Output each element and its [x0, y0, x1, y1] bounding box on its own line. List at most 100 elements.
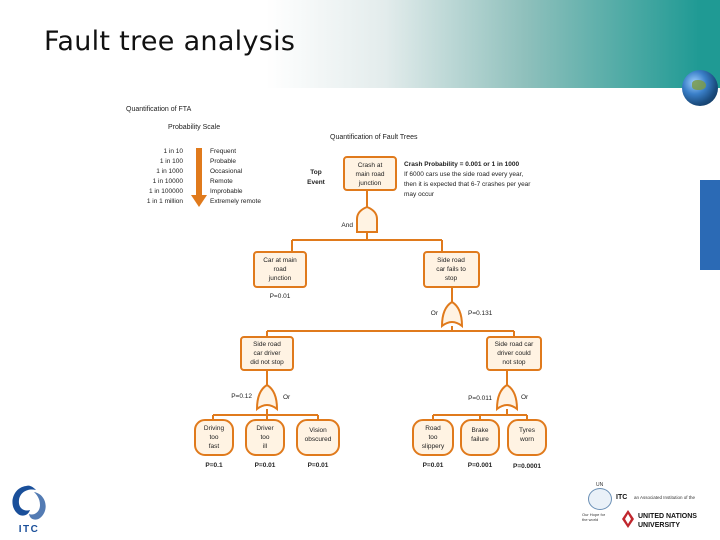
unu-line1: UNITED NATIONS: [638, 513, 697, 520]
accent-strip-white: [700, 88, 720, 180]
event-text: Driver: [256, 425, 274, 432]
hope-line: the world: [582, 517, 599, 522]
basic-event-brake-failure: [460, 419, 500, 456]
tree-connectors: [212, 190, 528, 420]
hope-text: Our Hope for the world: [582, 512, 616, 522]
scale-label: Extremely remote: [210, 198, 261, 205]
event-text: not stop: [502, 359, 526, 366]
event-probability: P=0.01: [255, 462, 276, 469]
scale-odds: 1 in 10000: [153, 178, 184, 185]
event-probability: P=0.001: [468, 462, 493, 469]
or-gate-label: Or: [283, 394, 291, 401]
event-text: car fails to: [436, 266, 466, 273]
event-text: road: [273, 266, 286, 273]
event-box-driver-did-not-stop: [240, 336, 294, 371]
or-gate-icon: [255, 383, 279, 412]
itc-logo-swirl: [29, 492, 46, 520]
event-text: Tyres: [519, 427, 536, 434]
top-event-label: Top: [310, 169, 321, 176]
top-event-text: Crash at: [358, 162, 383, 169]
event-text: too: [209, 434, 218, 441]
event-text: stop: [445, 275, 458, 282]
event-probability: P=0.01: [423, 462, 444, 469]
unu-line2: UNIVERSITY: [638, 522, 681, 529]
event-probability: P=0.1: [205, 462, 223, 469]
event-probability: P=0.01: [270, 293, 291, 300]
basic-event-road-too-slippery: [412, 419, 454, 456]
or-gate-label: Or: [521, 394, 529, 401]
crash-note: Crash Probability = 0.001 or 1 in 1000: [404, 161, 519, 168]
event-text: junction: [268, 275, 292, 282]
event-probability: P=0.12: [231, 393, 252, 400]
figure-heading: Quantification of FTA: [126, 106, 192, 113]
scale-odds: 1 in 1 million: [147, 198, 184, 205]
event-text: Road: [425, 425, 441, 432]
event-text: too: [428, 434, 437, 441]
scale-arrow-head: [191, 195, 207, 207]
and-gate-label: And: [341, 222, 353, 229]
accent-strip-teal: [700, 0, 720, 88]
basic-event-driving-too-fast: [194, 419, 234, 456]
crash-note: may occur: [404, 191, 435, 198]
crash-note: If 6000 cars use the side road every yea…: [404, 171, 523, 178]
event-text: ill: [263, 443, 268, 450]
event-text: Side road car: [495, 341, 534, 348]
un-small-text: UN: [596, 482, 604, 488]
globe-land-shape: [692, 80, 706, 90]
basic-events: Driving too fast P=0.1 Driver too ill P=…: [194, 419, 547, 470]
and-gate-icon: [356, 205, 378, 233]
event-probability: P=0.011: [468, 395, 492, 402]
event-text: Side road: [253, 341, 281, 348]
probability-scale: 1 in 10 1 in 100 1 in 1000 1 in 10000 1 …: [147, 148, 261, 207]
scale-odds: 1 in 100000: [149, 188, 183, 195]
basic-event-tyres-worn: [507, 419, 547, 456]
partner-logos: UN ITC an Associated Institution of the …: [582, 480, 718, 536]
event-text: fast: [209, 443, 220, 450]
itc-logo: ITC: [12, 485, 46, 535]
event-text: failure: [471, 436, 489, 443]
scale-label: Probable: [210, 158, 236, 165]
partner-assoc-text: an Associated Institution of the: [634, 495, 696, 500]
scale-label: Occasional: [210, 168, 243, 175]
event-probability: P=0.131: [468, 310, 493, 317]
top-event-text: junction: [358, 180, 382, 187]
un-emblem-icon: [588, 488, 612, 510]
event-text: Vision: [309, 427, 327, 434]
scale-label: Frequent: [210, 148, 236, 155]
top-event-label: Event: [307, 179, 326, 186]
top-event-box: [343, 156, 397, 191]
basic-event-driver-too-ill: [245, 419, 285, 456]
event-text: did not stop: [250, 359, 284, 366]
event-text: Driving: [204, 425, 225, 432]
event-text: car driver: [253, 350, 281, 357]
basic-event-vision-obscured: [296, 419, 340, 456]
scale-odds: 1 in 100: [160, 158, 184, 165]
partner-itc-text: ITC: [616, 494, 628, 501]
scale-title: Probability Scale: [168, 124, 220, 131]
event-probability: P=0.0001: [513, 463, 541, 470]
event-text: Car at main: [263, 257, 297, 264]
event-text: Brake: [472, 427, 489, 434]
slide-title: Fault tree analysis: [44, 26, 296, 57]
or-gate-icon: [440, 300, 464, 329]
unu-emblem-icon: [622, 510, 634, 528]
itc-logo-swirl: [12, 485, 36, 516]
scale-label: Improbable: [210, 188, 243, 195]
event-box-driver-could-not-stop: [486, 336, 542, 371]
accent-strip-blue: [700, 180, 720, 270]
scale-label: Remote: [210, 178, 233, 185]
event-text: too: [260, 434, 269, 441]
scale-arrow-shaft: [196, 148, 202, 196]
or-gate-label: Or: [431, 310, 439, 317]
scale-odds: 1 in 1000: [156, 168, 183, 175]
header-band: [0, 0, 700, 88]
event-box-side-road-fails: [423, 251, 480, 288]
event-box-main-road: [253, 251, 307, 288]
event-text: slippery: [422, 443, 445, 450]
hope-line: Our Hope for: [582, 512, 606, 517]
event-text: obscured: [305, 436, 332, 443]
event-text: worn: [519, 436, 534, 443]
itc-logo-text: ITC: [19, 524, 40, 535]
or-gate-icon: [495, 383, 519, 412]
